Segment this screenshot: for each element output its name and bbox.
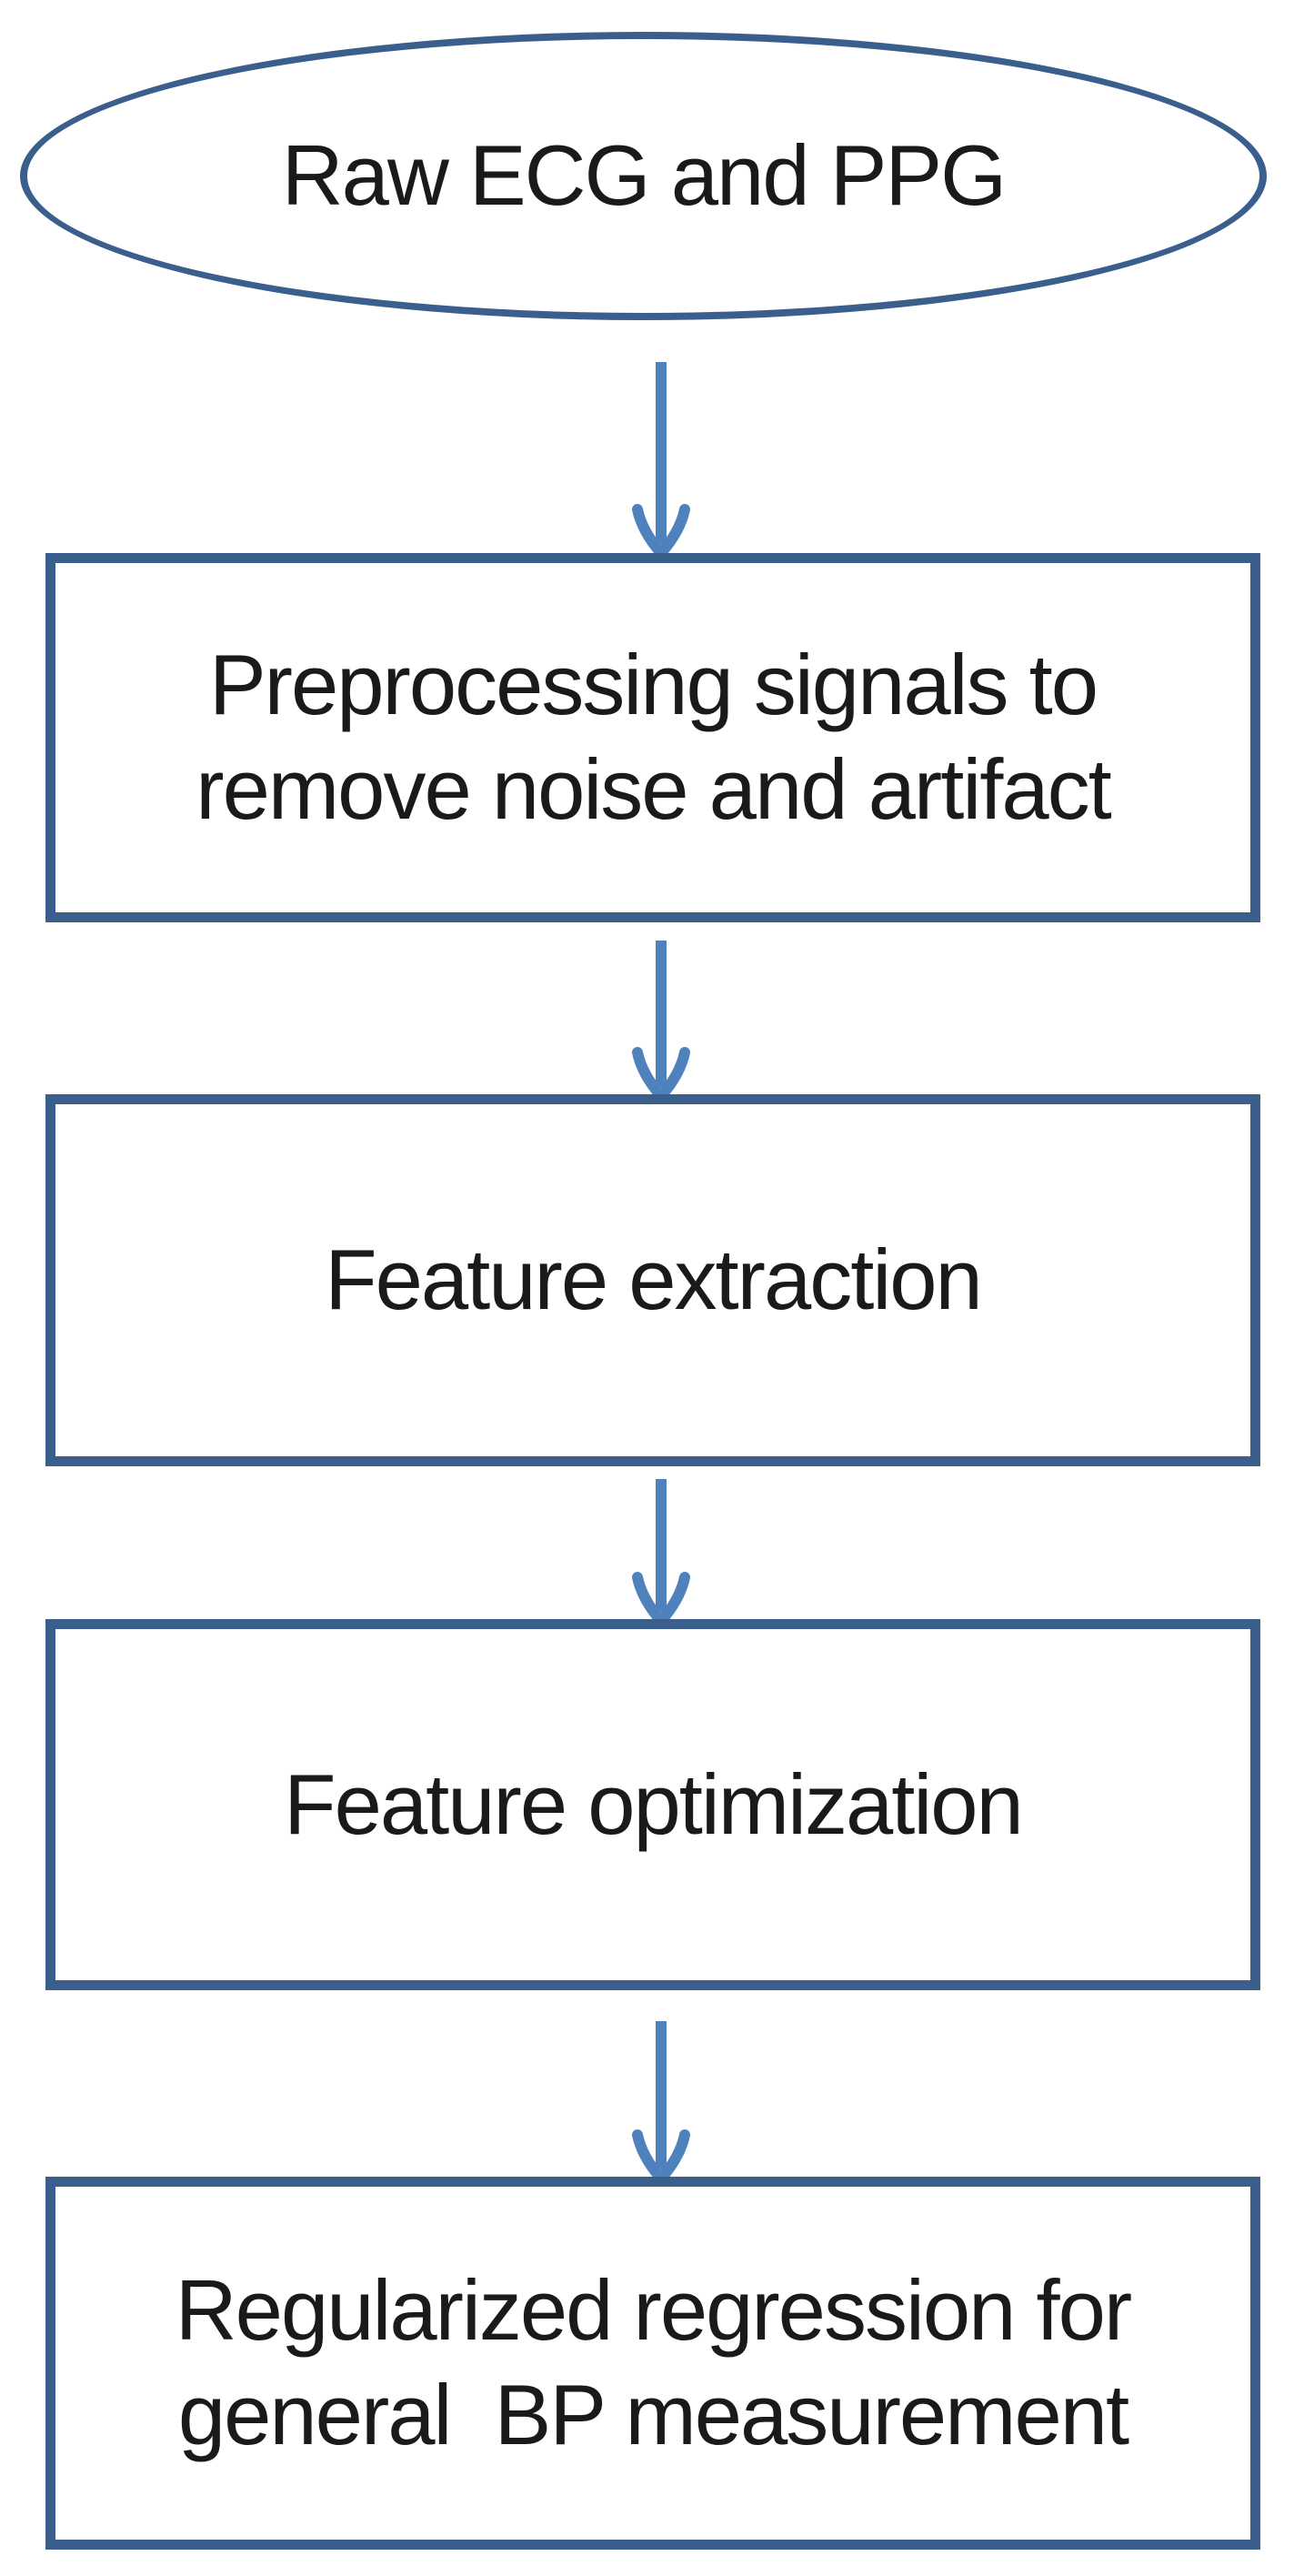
node-preprocessing-label: Preprocessing signals to remove noise an…: [196, 637, 1111, 837]
node-regularized-regression-label: Regularized regression for general BP me…: [175, 2262, 1132, 2462]
node-regularized-regression: Regularized regression for general BP me…: [45, 2177, 1260, 2550]
flow-arrow-down-icon: [632, 941, 690, 1100]
node-feature-optimization-label: Feature optimization: [284, 1756, 1024, 1852]
flow-arrow-down-icon: [632, 2021, 690, 2182]
flow-arrow-down-icon: [632, 362, 690, 558]
node-raw-ecg-ppg: Raw ECG and PPG: [20, 32, 1267, 320]
node-preprocessing: Preprocessing signals to remove noise an…: [45, 553, 1260, 922]
node-raw-ecg-ppg-label: Raw ECG and PPG: [281, 127, 1007, 224]
flow-arrow-down-icon: [632, 1479, 690, 1625]
node-feature-optimization: Feature optimization: [45, 1619, 1260, 1990]
node-feature-extraction: Feature extraction: [45, 1094, 1260, 1466]
node-feature-extraction-label: Feature extraction: [325, 1232, 983, 1328]
